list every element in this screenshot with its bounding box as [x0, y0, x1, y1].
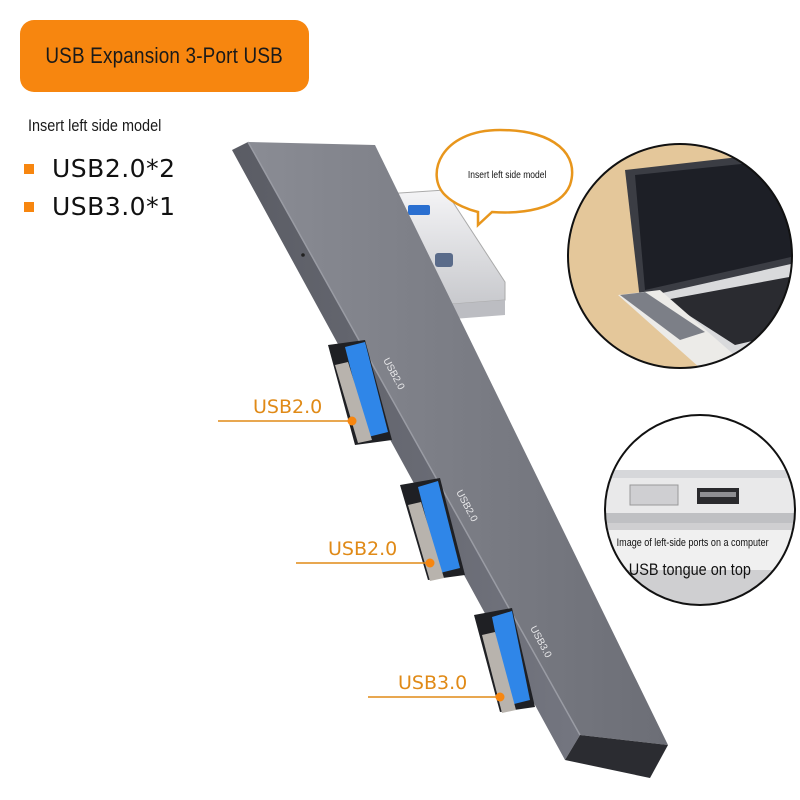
usb-port-3: [474, 608, 535, 713]
feature-item: USB3.0*1: [24, 192, 175, 221]
inset-caption-big: USB tongue on top: [628, 560, 751, 579]
port-callout-1: USB2.0: [253, 396, 323, 418]
hub-body: [232, 141, 668, 778]
feature-item: USB2.0*2: [24, 154, 175, 183]
title-badge: USB Expansion 3-Port USB: [20, 20, 309, 92]
port-callout-2: USB2.0: [328, 538, 398, 560]
speech-bubble-text: Insert left side model: [467, 170, 547, 181]
bullet-icon: [24, 163, 34, 174]
usb-port-1: [328, 340, 392, 445]
page-title: USB Expansion 3-Port USB: [45, 43, 284, 68]
feature-label: USB2.0*2: [52, 154, 176, 183]
inset-caption-small: Image of left-side ports on a computer: [616, 537, 769, 549]
subtitle: Insert left side model: [28, 116, 162, 135]
feature-label: USB3.0*1: [52, 192, 176, 221]
bullet-icon: [24, 201, 34, 212]
ports-inset: [604, 414, 796, 606]
port-callout-3: USB3.0: [398, 672, 468, 694]
usb-port-2: [400, 478, 465, 581]
speech-bubble: [435, 128, 574, 228]
laptop-inset: [567, 143, 793, 369]
